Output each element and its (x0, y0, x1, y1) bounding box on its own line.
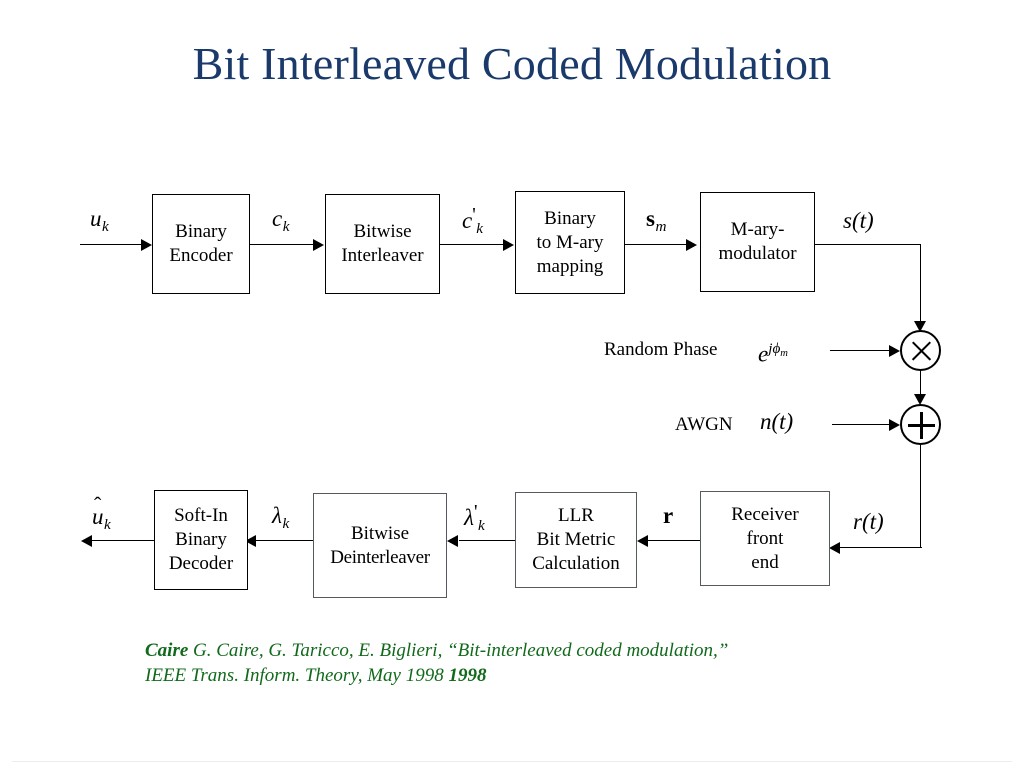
block-receiver-front-end[interactable]: Receiver front end (700, 491, 830, 586)
block-line: Receiver (731, 503, 799, 525)
block-line: Calculation (532, 553, 620, 574)
page-title: Bit Interleaved Coded Modulation (192, 38, 832, 89)
block-line: M-ary- (730, 219, 785, 240)
adder-operator[interactable] (900, 404, 941, 445)
arrow-head-u-hat-k (81, 535, 92, 547)
block-line: Bitwise (353, 221, 412, 242)
arrow-line-cprimek (440, 244, 504, 245)
block-line: Deinterleaver (330, 546, 430, 568)
block-bitwise-deinterleaver[interactable]: Bitwise Deinterleaver (313, 493, 447, 598)
block-line: Bit Metric (536, 529, 616, 550)
label-random-phase: Random Phase (604, 339, 718, 360)
block-line: Binary (175, 221, 227, 242)
arrow-head-lambda-k (245, 535, 256, 547)
arrow-line-ck (250, 244, 314, 245)
signal-label-ck: ck (272, 206, 290, 235)
block-line: mapping (536, 255, 604, 277)
signal-label-sm: sm (646, 206, 667, 235)
arrow-head-uk (141, 239, 152, 251)
arrow-head-mult-to-add (914, 394, 926, 405)
label-awgn: AWGN (675, 414, 733, 435)
block-line: modulator (718, 243, 797, 264)
signal-label-lambda-prime-k: λ'k (464, 502, 485, 534)
arrow-head-rt (829, 542, 840, 554)
signal-label-c-prime-k: c'k (462, 205, 483, 237)
signal-label-r-vector: r (663, 503, 674, 528)
arrow-head-random-phase (889, 345, 900, 357)
signal-label-nt: n(t) (760, 409, 794, 434)
block-line: LLR (558, 505, 594, 526)
signal-label-st: s(t) (843, 208, 874, 233)
arrow-head-ck (313, 239, 324, 251)
block-bitwise-interleaver[interactable]: Bitwise Interleaver (325, 194, 440, 294)
path-rt-vertical (920, 445, 921, 548)
arrow-head-sm (686, 239, 697, 251)
block-line: Bitwise (350, 522, 410, 544)
citation: Caire G. Caire, G. Taricco, E. Biglieri,… (145, 638, 945, 688)
arrow-line-random-phase (830, 350, 892, 351)
citation-line-2: IEEE Trans. Inform. Theory, May 1998 199… (145, 663, 945, 688)
path-mult-to-add (920, 371, 921, 397)
multiplier-operator[interactable] (900, 330, 941, 371)
block-binary-to-mary-mapping[interactable]: Binary to M-ary mapping (515, 191, 625, 294)
arrow-line-awgn (832, 424, 892, 425)
plus-icon-stroke-vertical (920, 412, 923, 439)
arrow-line-sm (625, 244, 687, 245)
arrow-line-u-hat-k (92, 540, 154, 541)
arrow-line-lambda-prime-k (459, 540, 515, 541)
arrow-head-cprimek (503, 239, 514, 251)
block-line: Soft-In (174, 505, 228, 526)
citation-line-1-rest: G. Caire, G. Taricco, E. Biglieri, “Bit-… (188, 640, 729, 661)
block-mary-modulator[interactable]: M-ary- modulator (700, 192, 815, 292)
arrow-head-awgn (889, 419, 900, 431)
block-line: Encoder (169, 245, 233, 266)
block-line: front (746, 527, 784, 549)
arrow-line-r-vector (648, 540, 700, 541)
signal-label-exp-jphi-m: ejϕm (758, 340, 788, 367)
citation-key: Caire (145, 640, 189, 661)
citation-line-2-start: IEEE Trans. Inform. Theory, May 1998 (145, 665, 449, 686)
signal-label-uk: uk (90, 206, 109, 235)
arrow-line-lambda-k (256, 540, 313, 541)
block-line: Binary (544, 207, 596, 229)
arrow-head-lambda-prime-k (447, 535, 458, 547)
path-st-vertical (920, 244, 921, 324)
block-line: Interleaver (341, 245, 424, 266)
block-line: end (751, 551, 779, 573)
block-line: Decoder (168, 553, 234, 574)
block-llr-bit-metric-calculation[interactable]: LLR Bit Metric Calculation (515, 492, 637, 588)
path-rt-horizontal (831, 547, 922, 548)
citation-line-1: Caire G. Caire, G. Taricco, E. Biglieri,… (145, 638, 945, 663)
block-binary-encoder[interactable]: Binary Encoder (152, 194, 250, 294)
arrow-head-st (914, 321, 926, 332)
citation-year: 1998 (448, 665, 487, 686)
arrow-head-r-vector (637, 535, 648, 547)
block-line: Binary (175, 529, 227, 550)
signal-label-lambda-k: λk (272, 503, 290, 532)
signal-label-rt: r(t) (853, 509, 884, 534)
block-soft-in-binary-decoder[interactable]: Soft-In Binary Decoder (154, 490, 248, 590)
arrow-line-uk (80, 244, 142, 245)
footer-divider (12, 761, 1012, 762)
block-line: to M-ary (536, 231, 604, 253)
path-st-horizontal (815, 244, 921, 245)
